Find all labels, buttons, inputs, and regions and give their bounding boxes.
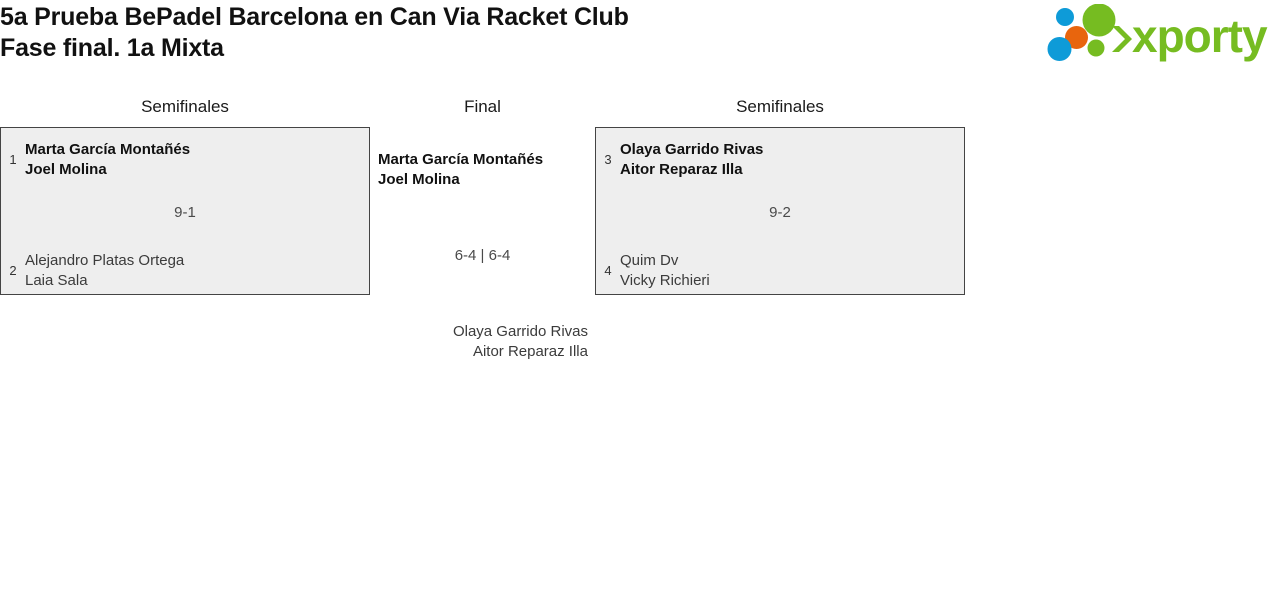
team-seed: 2 bbox=[9, 263, 17, 278]
logo-dot-orange bbox=[1065, 26, 1088, 49]
team-row[interactable]: 4 Quim Dv Vicky Richieri bbox=[596, 251, 964, 290]
team-players: Marta García Montañés Joel Molina bbox=[25, 141, 191, 178]
match-score: 9-2 bbox=[769, 204, 791, 221]
logo-dot-green-large bbox=[1082, 4, 1116, 37]
round-header-final: Final bbox=[464, 97, 501, 116]
team-players: Quim Dv Vicky Richieri bbox=[620, 252, 710, 289]
team-row[interactable]: 1 Marta García Montañés Joel Molina bbox=[1, 140, 369, 179]
logo-dot-green-small bbox=[1087, 39, 1105, 57]
round-header-semifinal-right: Semifinales bbox=[736, 97, 824, 116]
team-row[interactable]: 3 Olaya Garrido Rivas Aitor Reparaz Illa bbox=[596, 140, 964, 179]
match-score: 9-1 bbox=[174, 204, 196, 221]
xporty-logo-svg: xporty bbox=[1047, 4, 1269, 62]
match-semifinal-2[interactable]: 3 Olaya Garrido Rivas Aitor Reparaz Illa… bbox=[595, 127, 965, 295]
logo-dot-blue-small bbox=[1056, 8, 1074, 26]
logo-chevron bbox=[1112, 26, 1132, 52]
page-header: 5a Prueba BePadel Barcelona en Can Via R… bbox=[0, 0, 1280, 80]
logo-wordmark: xporty bbox=[1132, 10, 1268, 62]
match-final[interactable]: Marta García Montañés Joel Molina 6-4 | … bbox=[370, 127, 595, 360]
final-winner-players: Marta García Montañés Joel Molina bbox=[378, 151, 544, 188]
team-players: Olaya Garrido Rivas Aitor Reparaz Illa bbox=[620, 141, 764, 178]
match-semifinal-1[interactable]: 1 Marta García Montañés Joel Molina 9-1 … bbox=[0, 127, 370, 295]
team-players: Alejandro Platas Ortega Laia Sala bbox=[25, 252, 185, 289]
team-seed: 1 bbox=[9, 152, 17, 167]
team-row[interactable]: 2 Alejandro Platas Ortega Laia Sala bbox=[1, 251, 369, 290]
logo-dot-blue-large bbox=[1047, 37, 1072, 61]
team-seed: 4 bbox=[604, 263, 612, 278]
round-header-semifinal-left: Semifinales bbox=[141, 97, 229, 116]
final-score: 6-4 | 6-4 bbox=[454, 247, 511, 264]
final-runnerup-players: Olaya Garrido Rivas Aitor Reparaz Illa bbox=[452, 323, 588, 360]
team-seed: 3 bbox=[604, 152, 612, 167]
page-title: 5a Prueba BePadel Barcelona en Can Via R… bbox=[0, 3, 629, 62]
xporty-logo[interactable]: xporty bbox=[1046, 4, 1276, 62]
